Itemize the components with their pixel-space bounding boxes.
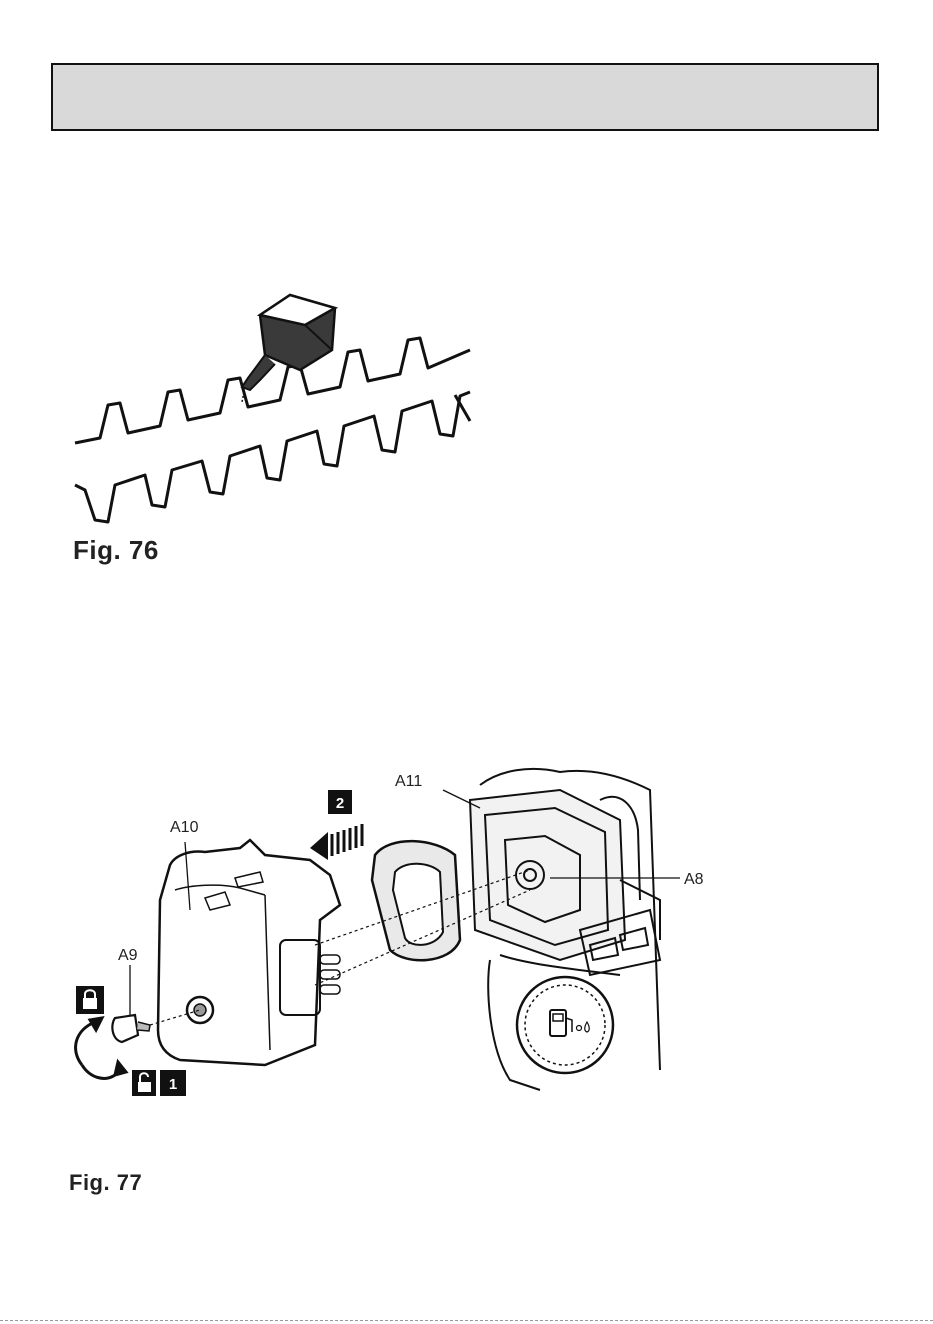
callout-a11: A11 [395,773,422,790]
step-badge-2: 2 [328,790,352,814]
callout-a9: A9 [118,947,138,964]
step-badge-1: 1 [160,1070,186,1096]
lock-icon [76,986,104,1014]
fuel-cap-icon [517,977,613,1073]
figure-77-caption: Fig. 77 [69,1170,142,1196]
oil-bottle-icon [242,295,335,402]
arrow-left-icon [310,824,362,860]
figure-77-illustration: 1 2 A11 A8 A9 A10 [60,760,720,1120]
unlock-icon [132,1070,156,1096]
header-box [51,63,879,131]
knob-screw [112,1015,150,1042]
bottom-dashed-rule [0,1320,933,1321]
air-filter-element [372,841,460,960]
step-2-label: 2 [336,795,344,812]
air-filter-cover [158,840,340,1065]
step-1-label: 1 [169,1076,177,1093]
callout-a10: A10 [170,819,199,836]
figure-76-caption: Fig. 76 [73,535,159,566]
blade-lower-teeth [75,392,470,522]
callout-a8: A8 [684,871,704,888]
figure-76-illustration [60,280,490,530]
